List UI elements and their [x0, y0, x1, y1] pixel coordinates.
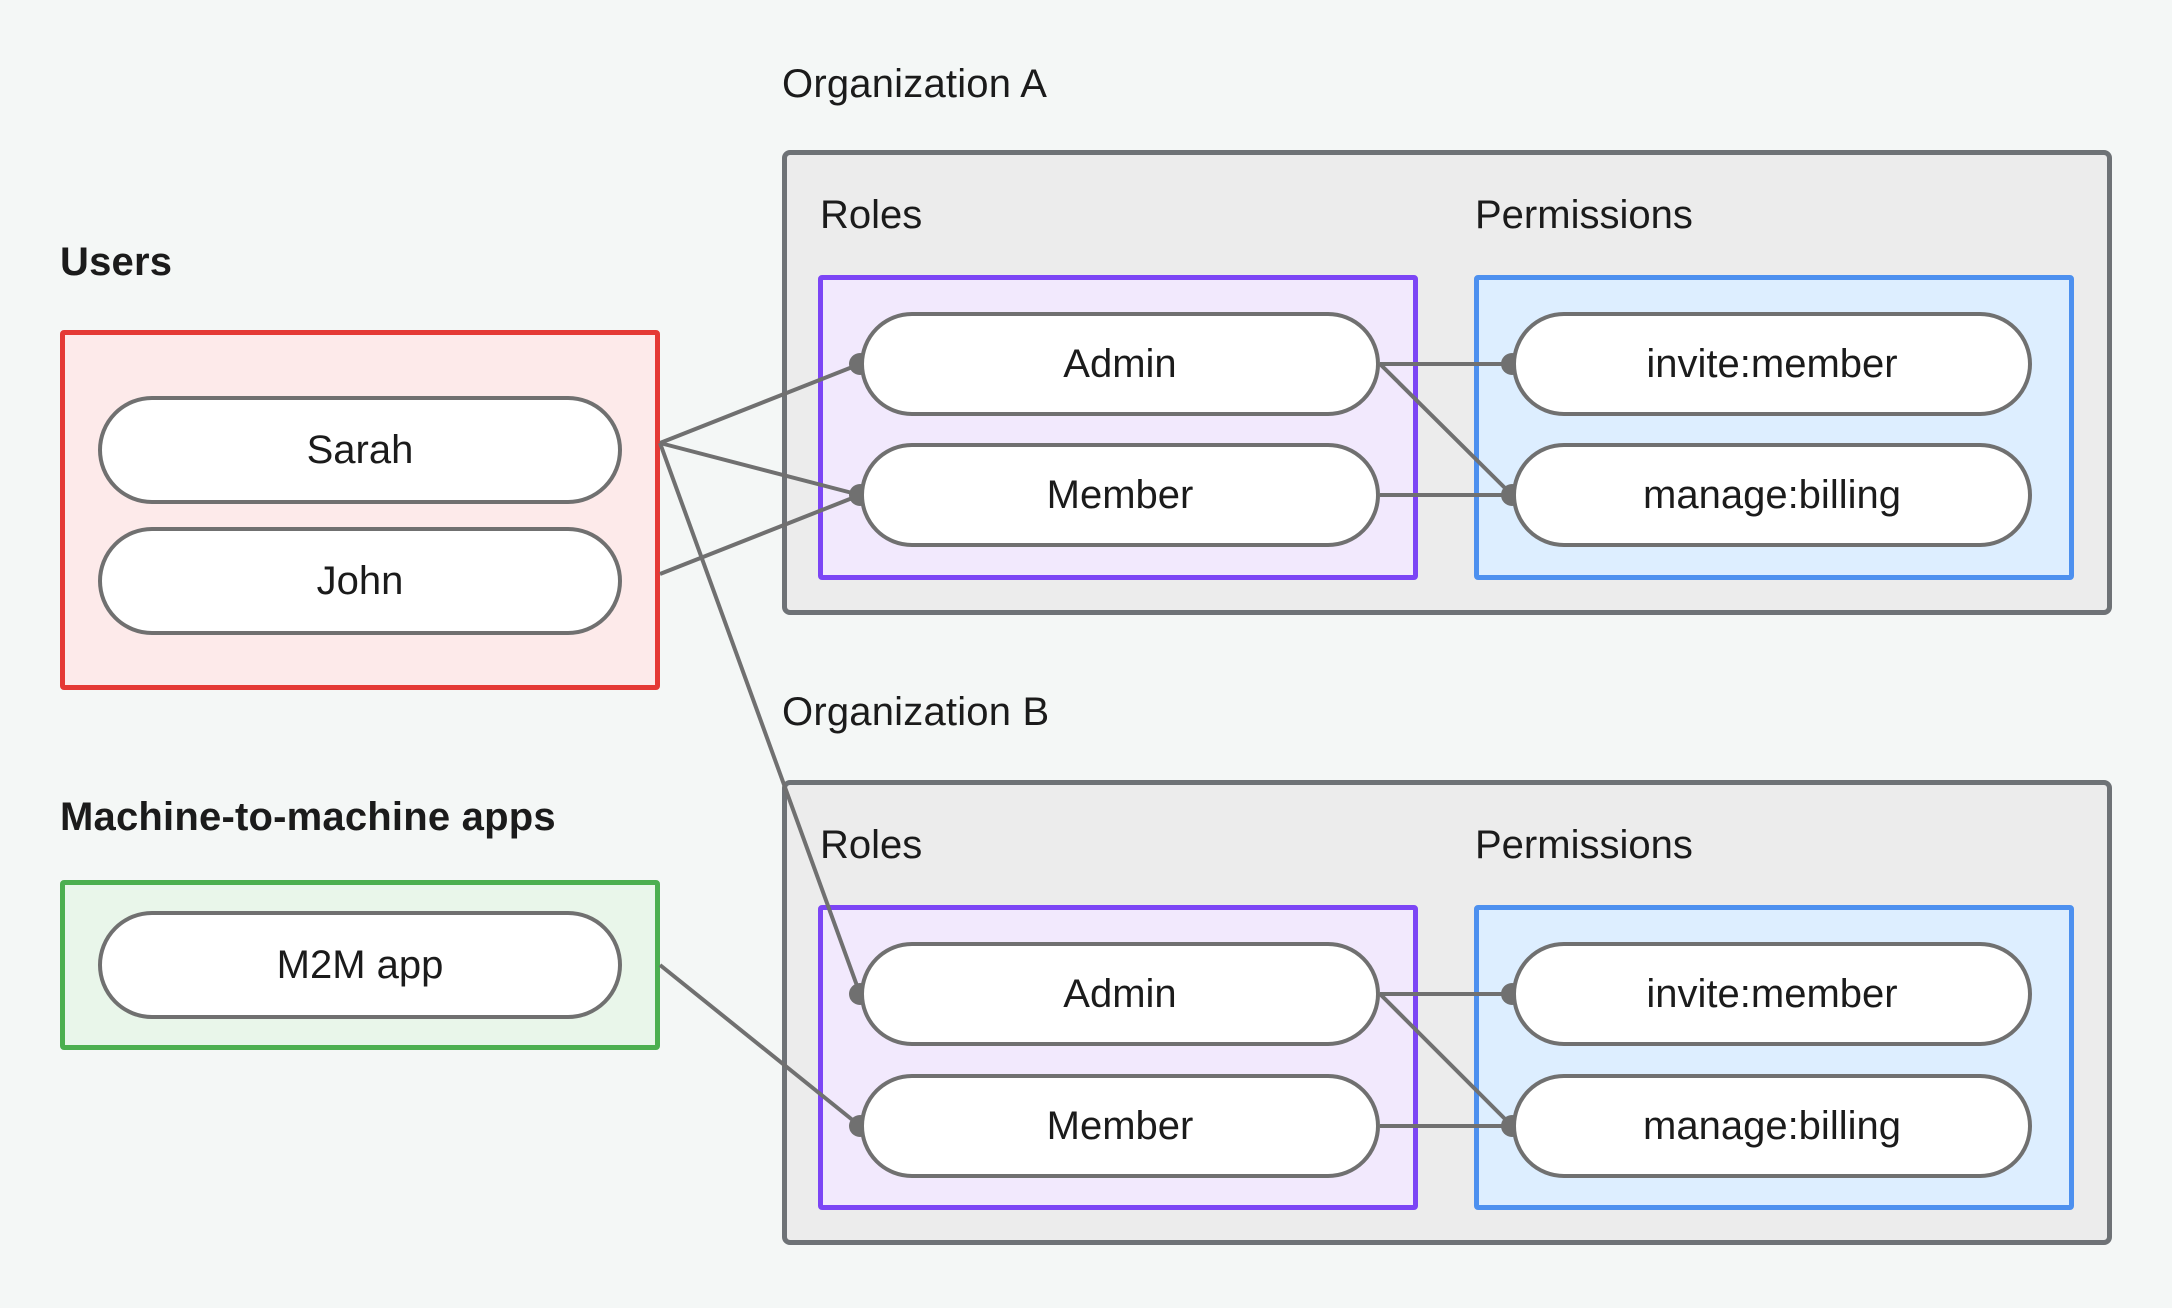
org-a-role-pill-member[interactable]: Member — [860, 443, 1380, 547]
user-pill-sarah[interactable]: Sarah — [98, 396, 622, 504]
m2m-group-title: Machine-to-machine apps — [60, 795, 556, 839]
org-b-permission-pill-manage-billing[interactable]: manage:billing — [1512, 1074, 2032, 1178]
user-pill-john[interactable]: John — [98, 527, 622, 635]
users-group-title: Users — [60, 240, 173, 284]
org-b-permissions-title: Permissions — [1475, 823, 1693, 867]
org-b-title: Organization B — [782, 690, 1050, 734]
org-b-permission-pill-invite-member[interactable]: invite:member — [1512, 942, 2032, 1046]
org-a-title: Organization A — [782, 62, 1048, 106]
org-a-permission-pill-manage-billing[interactable]: manage:billing — [1512, 443, 2032, 547]
org-a-role-pill-admin[interactable]: Admin — [860, 312, 1380, 416]
org-a-permission-pill-invite-member[interactable]: invite:member — [1512, 312, 2032, 416]
org-b-roles-title: Roles — [820, 823, 923, 867]
m2m-pill-app[interactable]: M2M app — [98, 911, 622, 1019]
org-a-roles-title: Roles — [820, 193, 923, 237]
org-b-role-pill-admin[interactable]: Admin — [860, 942, 1380, 1046]
org-a-permissions-title: Permissions — [1475, 193, 1693, 237]
users-group-box — [60, 330, 660, 690]
org-b-role-pill-member[interactable]: Member — [860, 1074, 1380, 1178]
